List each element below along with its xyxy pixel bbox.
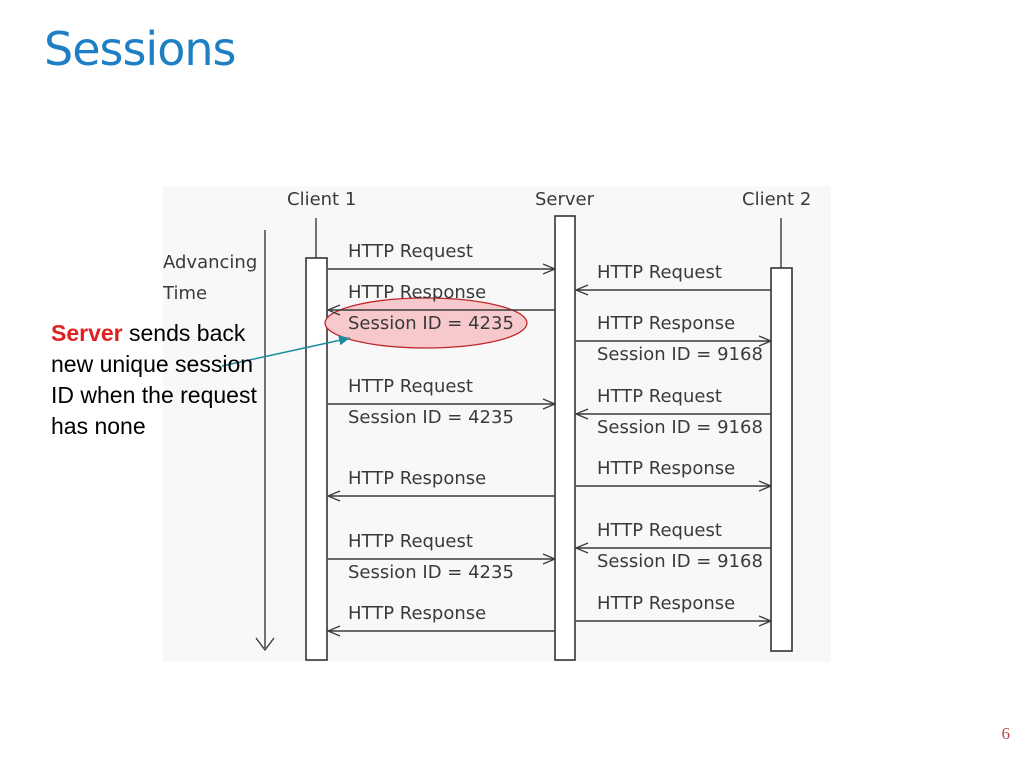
participant-client-2: Client 2 — [742, 189, 811, 210]
message-session-id: Session ID = 9168 — [597, 551, 763, 572]
message-label: HTTP Response — [597, 593, 735, 614]
message-session-id: Session ID = 4235 — [348, 562, 514, 583]
activation-bar-server — [554, 215, 576, 661]
message-label: HTTP Response — [597, 313, 735, 334]
diagram-panel — [163, 186, 831, 662]
message-label: HTTP Request — [597, 520, 722, 541]
message-label: HTTP Response — [348, 282, 486, 303]
message-session-id: Session ID = 9168 — [597, 417, 763, 438]
time-arrow-head — [255, 637, 275, 652]
page-number: 6 — [1001, 724, 1011, 743]
page-title: Sessions — [44, 22, 236, 76]
callout-highlight: Server — [51, 320, 123, 346]
callout-text: Server sends back new unique session ID … — [51, 318, 281, 442]
message-session-id: Session ID = 9168 — [597, 344, 763, 365]
message-label: HTTP Request — [597, 262, 722, 283]
message-label: HTTP Response — [348, 603, 486, 624]
participant-server: Server — [535, 189, 595, 210]
message-label: HTTP Request — [597, 386, 722, 407]
callout-body: sends back new unique session ID when th… — [51, 320, 257, 439]
message-label: HTTP Request — [348, 376, 473, 397]
participant-client-1: Client 1 — [287, 189, 356, 210]
message-label: HTTP Response — [348, 468, 486, 489]
message-label: HTTP Response — [597, 458, 735, 479]
message-session-id: Session ID = 4235 — [348, 313, 514, 334]
time-label-advancing: Advancing — [163, 252, 257, 273]
message-label: HTTP Request — [348, 531, 473, 552]
activation-bar-client-1 — [305, 257, 328, 661]
activation-bar-client-2 — [770, 267, 793, 652]
message-label: HTTP Request — [348, 241, 473, 262]
callout-arrow — [221, 335, 351, 367]
message-session-id: Session ID = 4235 — [348, 407, 514, 428]
time-label-time: Time — [162, 283, 207, 304]
